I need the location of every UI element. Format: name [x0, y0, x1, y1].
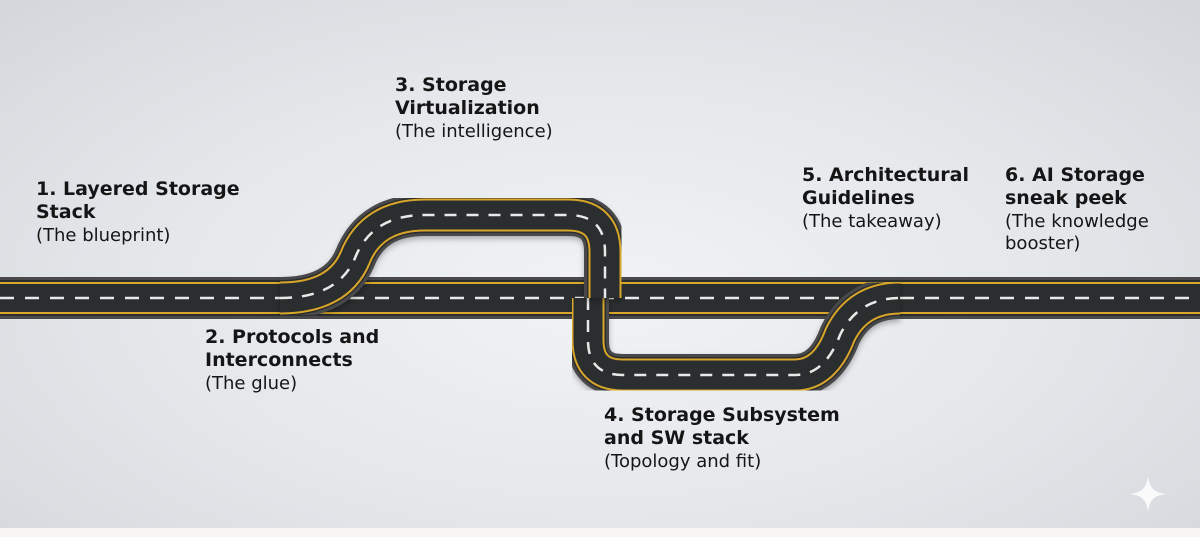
milestone-3-subtitle: (The intelligence): [395, 121, 553, 143]
milestone-3: 3. Storage Virtualization (The intellige…: [395, 74, 553, 143]
milestone-2-subtitle: (The glue): [205, 373, 298, 395]
milestone-1-title: 1. Layered Storage Stack: [36, 178, 240, 224]
milestone-2: 2. Protocols and Interconnects (The glue…: [205, 326, 379, 395]
milestone-6: 6. AI Storage sneak peek (The knowledge …: [1005, 164, 1149, 255]
lower-loop-road: [567, 277, 901, 396]
milestone-1: 1. Layered Storage Stack (The blueprint): [36, 178, 240, 247]
milestone-4: 4. Storage Subsystem and SW stack (Topol…: [604, 404, 840, 473]
milestone-5: 5. Architectural Guidelines (The takeawa…: [802, 164, 969, 233]
bottom-strip: [0, 528, 1200, 537]
milestone-4-subtitle: (Topology and fit): [604, 451, 762, 473]
milestone-5-title: 5. Architectural Guidelines: [802, 164, 969, 210]
milestone-6-title: 6. AI Storage sneak peek: [1005, 164, 1145, 210]
upper-loop-road: [279, 194, 626, 319]
milestone-6-subtitle: (The knowledge booster): [1005, 211, 1149, 255]
milestone-2-title: 2. Protocols and Interconnects: [205, 326, 380, 372]
milestone-5-subtitle: (The takeaway): [802, 211, 942, 233]
milestone-4-title: 4. Storage Subsystem and SW stack: [604, 404, 840, 450]
sparkle-icon: [1130, 476, 1166, 512]
milestone-3-title: 3. Storage Virtualization: [395, 74, 540, 120]
milestone-1-subtitle: (The blueprint): [36, 225, 171, 247]
